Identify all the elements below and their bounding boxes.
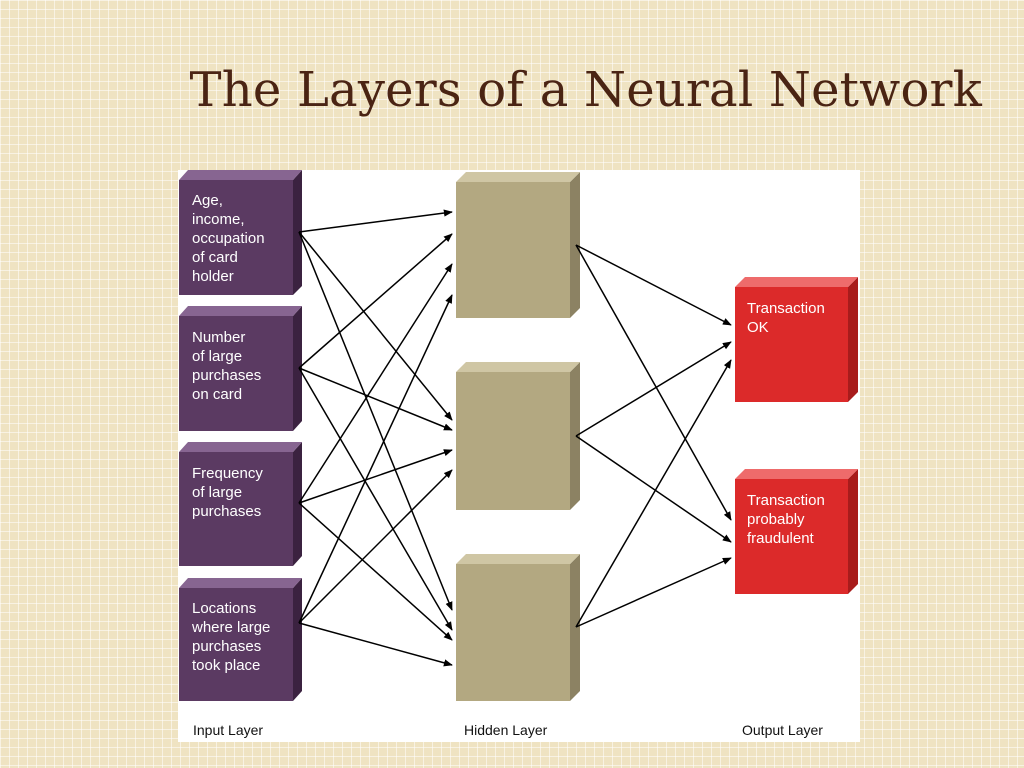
edge-i4-h3 [298, 622, 453, 667]
input-label-1: Age, income, occupation of card holder [192, 192, 265, 285]
output-node-2 [735, 469, 858, 594]
edge-i2-h2 [298, 367, 453, 431]
hidden-node-3 [456, 554, 580, 701]
output-label-1: Transaction OK [747, 300, 825, 336]
edge-i1-h1 [298, 209, 453, 233]
edge-i3-h2 [298, 449, 453, 504]
edge-i4-h2 [298, 469, 453, 624]
edge-i1-h3 [298, 231, 453, 611]
input-node-2 [179, 306, 302, 431]
hidden-node-1 [456, 172, 580, 318]
edge-h2-o2 [575, 435, 732, 543]
output-node-1 [735, 277, 858, 402]
edge-h3-o1 [575, 359, 732, 628]
output-label-2: Transaction probably fraudulent [747, 492, 825, 547]
input-hidden-connections [298, 209, 453, 667]
input-label-3: Frequency of large purchases [192, 465, 263, 520]
edge-i1-h2 [298, 231, 453, 421]
hidden-layer-label: Hidden Layer [464, 722, 548, 738]
edge-h3-o2 [575, 557, 732, 628]
input-node-1 [179, 170, 302, 295]
diagram-canvas [179, 170, 858, 701]
edge-h2-o1 [575, 341, 732, 437]
input-node-4 [179, 578, 302, 701]
hidden-node-2 [456, 362, 580, 510]
input-node-3 [179, 442, 302, 566]
input-label-4: Locations where large purchases took pla… [192, 600, 271, 674]
input-layer-label: Input Layer [193, 722, 264, 738]
edge-i3-h1 [298, 263, 453, 504]
input-label-2: Number of large purchases on card [192, 329, 262, 403]
slide-title: The Layers of a Neural Network [189, 62, 982, 118]
edge-h1-o2 [575, 244, 732, 521]
edge-i4-h1 [298, 294, 453, 624]
neural-network-diagram: Age, income, occupation of card holder N… [178, 170, 860, 742]
edge-i2-h1 [298, 233, 453, 369]
edge-i2-h3 [298, 367, 453, 631]
edge-i3-h3 [298, 502, 453, 641]
edge-h1-o1 [575, 244, 732, 326]
output-layer-label: Output Layer [742, 722, 823, 738]
hidden-output-connections [575, 244, 732, 628]
